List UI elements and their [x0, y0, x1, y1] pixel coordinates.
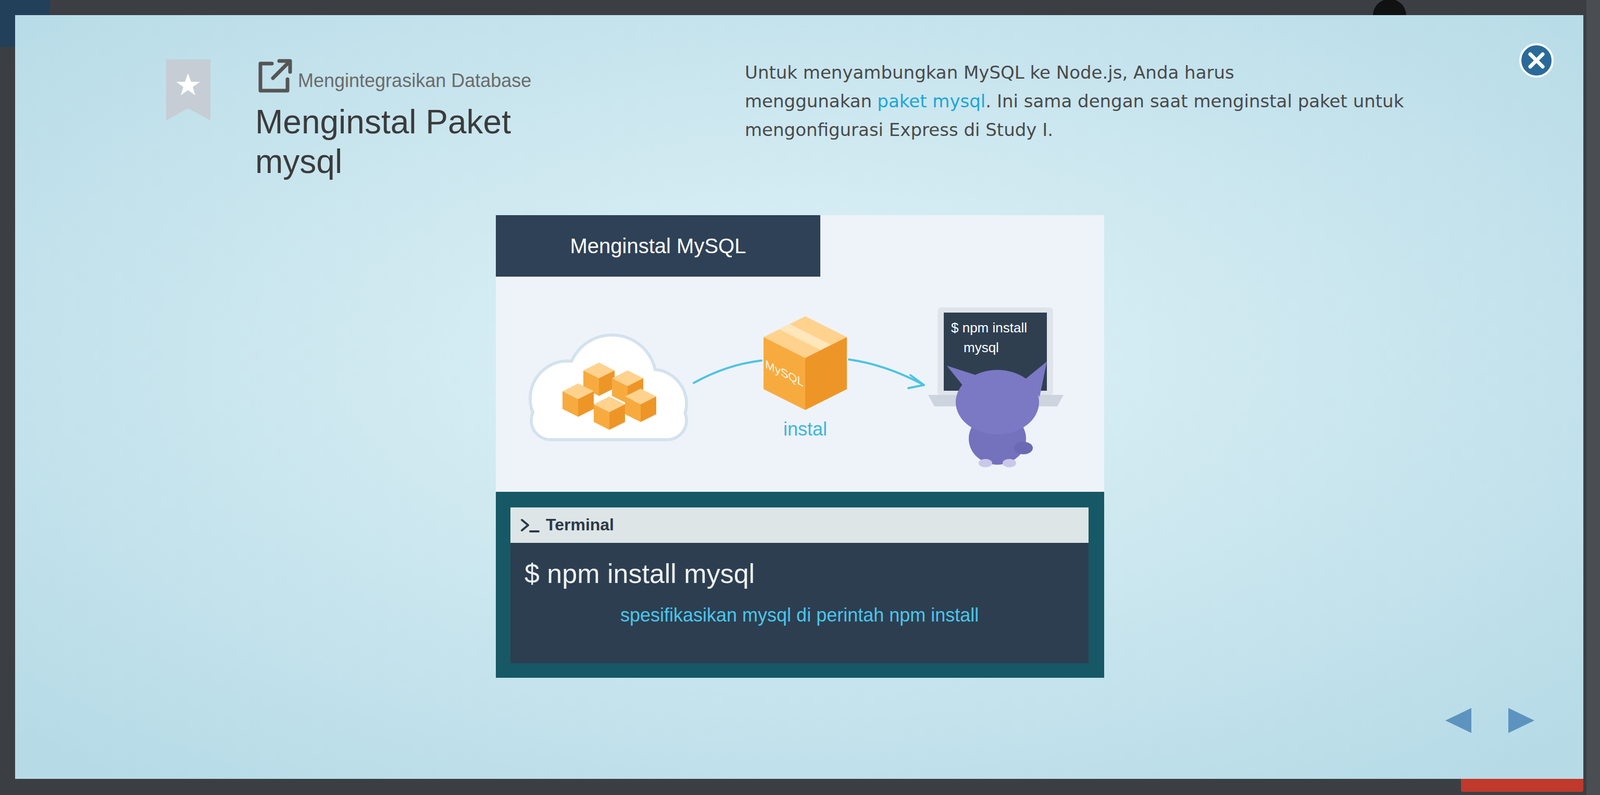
close-circle — [1520, 44, 1553, 77]
package-cube — [593, 396, 625, 430]
external-link-icon — [260, 60, 291, 91]
scrollbar — [1586, 0, 1600, 795]
modal-panel — [15, 15, 1584, 779]
lesson-paragraph: Untuk menyambungkan MySQL ke Node.js, An… — [744, 58, 1412, 145]
screen-command: mysql — [963, 339, 999, 356]
character-tail — [1014, 441, 1033, 455]
header-text: Menginstal MySQL — [570, 233, 747, 259]
close-button — [1520, 44, 1553, 77]
cube-right — [805, 336, 847, 410]
character — [946, 361, 1047, 468]
terminal-title: Terminal — [545, 514, 615, 535]
command-text: $ npm install mysql — [524, 558, 755, 589]
arrow-line — [693, 360, 762, 383]
bookmark-ribbon — [166, 59, 211, 121]
bookmark-icon — [166, 59, 211, 121]
prev-arrow — [1445, 707, 1472, 733]
character-foot — [1002, 458, 1017, 468]
character-head — [955, 369, 1040, 435]
terminal-icon — [510, 507, 542, 543]
close-cross — [1530, 54, 1543, 67]
slide-top-ground — [495, 215, 1105, 492]
header-box: Menginstal MySQL — [495, 215, 821, 277]
prompt-symbol — [521, 519, 539, 532]
link-arrow — [272, 60, 291, 79]
character-foot — [978, 458, 993, 468]
package-cube — [625, 388, 657, 422]
mysql-package — [763, 316, 847, 410]
package-label: MySQL — [763, 355, 806, 392]
cube-left — [763, 336, 806, 410]
cube-tape — [779, 323, 832, 350]
next-arrow — [1508, 707, 1535, 733]
terminal-window: Terminal $ npm install mysql spesifikasika… — [510, 507, 1089, 664]
annotation-text: spesifikasikan mysql di perintah npm ins… — [620, 604, 979, 627]
cloud — [530, 334, 687, 440]
screen-command: $ npm install — [951, 319, 1028, 336]
slide-title: Menginstal Paket mysql — [255, 102, 568, 182]
package-cube — [562, 383, 594, 417]
arrow-head — [908, 375, 924, 389]
terminal-band — [495, 491, 1105, 678]
breadcrumb-text: Mengintegrasikan Database — [297, 69, 532, 92]
arrow-line — [848, 359, 922, 384]
link-text: paket mysql — [877, 90, 986, 112]
bookmark-star — [176, 73, 200, 96]
install-label: instal — [753, 418, 858, 441]
